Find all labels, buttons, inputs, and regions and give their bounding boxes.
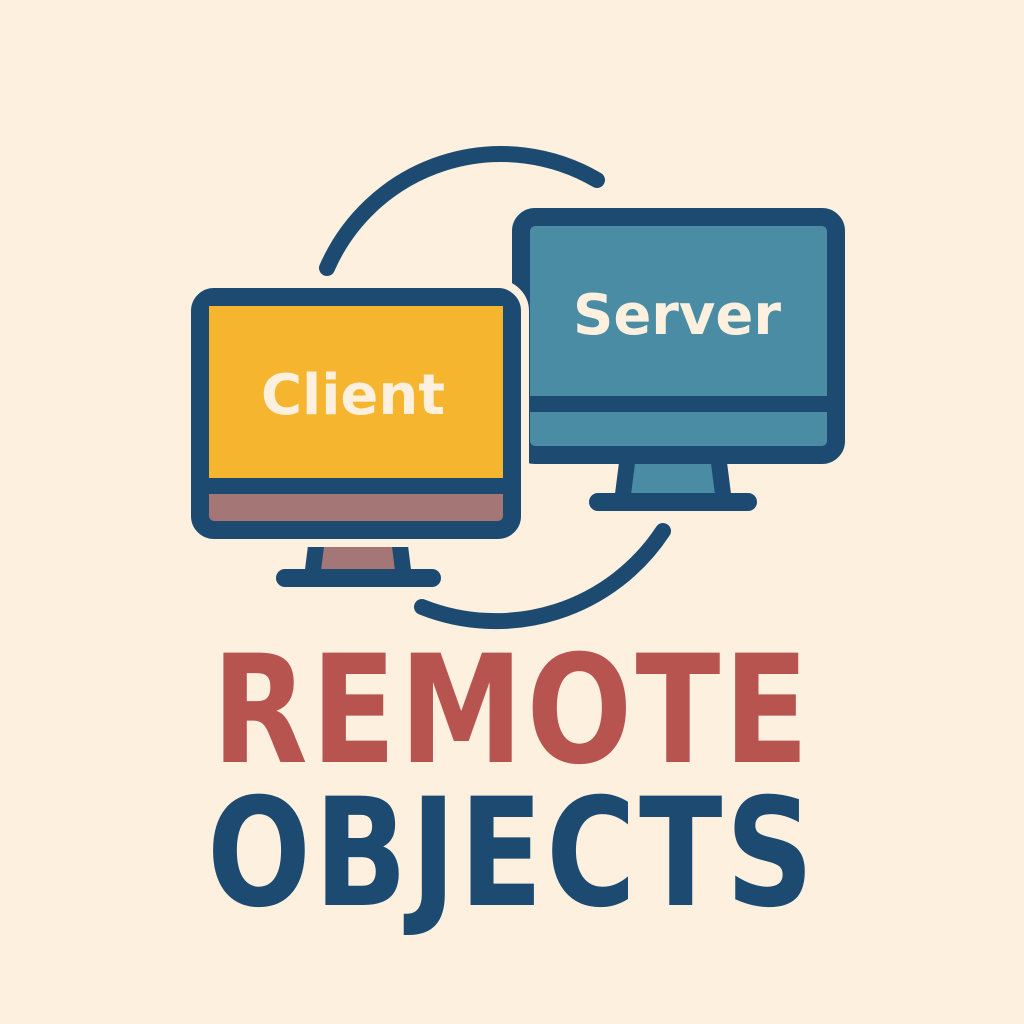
server-label: Server	[573, 283, 781, 348]
client-monitor-icon: Client	[183, 280, 529, 587]
client-label: Client	[261, 363, 445, 428]
server-monitor-icon: Server	[512, 208, 845, 511]
title-line-objects: OBJECTS	[207, 767, 817, 941]
title-line-remote: REMOTE	[212, 624, 812, 798]
connection-arc-top	[319, 146, 605, 276]
connection-arc-bottom	[414, 523, 671, 630]
